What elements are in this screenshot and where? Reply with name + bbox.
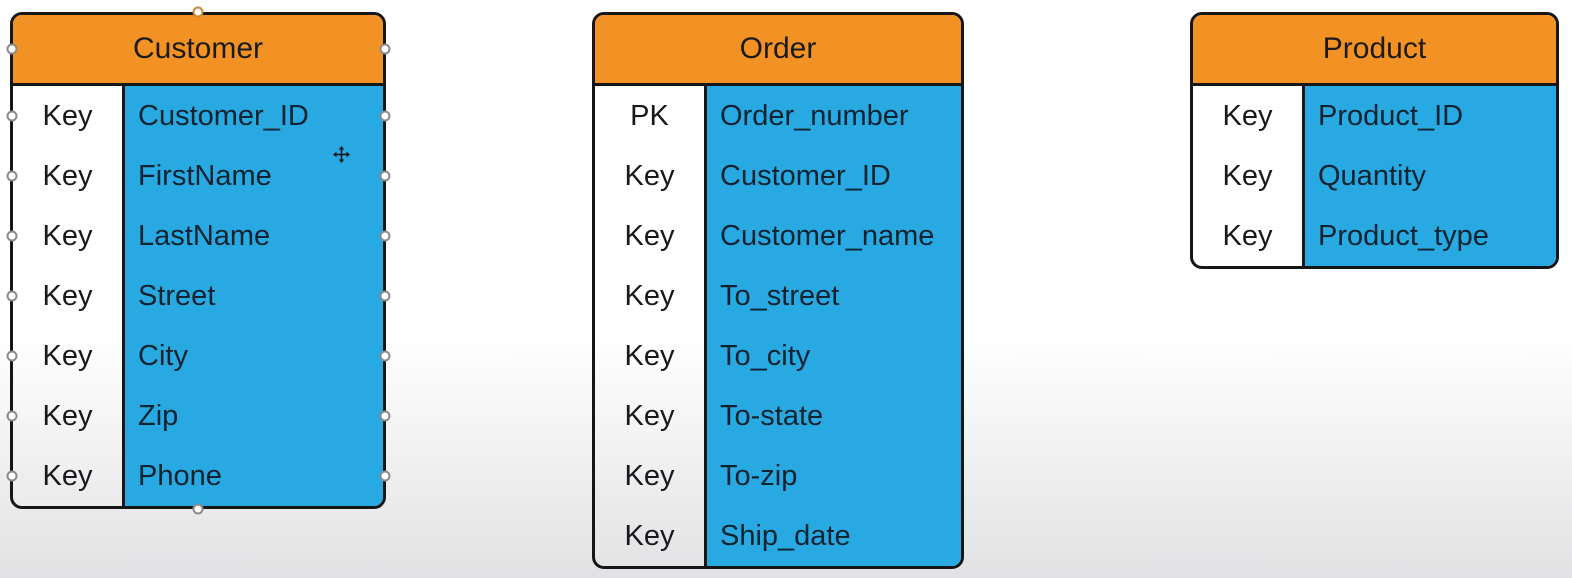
row-key-label: Key <box>1222 159 1273 192</box>
connection-point[interactable] <box>6 410 17 422</box>
connection-point[interactable] <box>379 470 390 482</box>
connection-point[interactable] <box>192 6 204 18</box>
row-field-name: Customer_ID <box>704 146 961 206</box>
connection-point[interactable] <box>6 230 17 242</box>
connection-point[interactable] <box>6 290 17 302</box>
table-row[interactable]: Key To-zip <box>595 446 961 506</box>
table-row[interactable]: Key Product_ID <box>1193 86 1556 146</box>
row-field-name: To-zip <box>704 446 961 506</box>
connection-point[interactable] <box>379 230 390 242</box>
row-field-name: Customer_ID <box>122 86 383 146</box>
row-key-label: Key <box>42 399 93 432</box>
table-row[interactable]: Key To-state <box>595 386 961 446</box>
connection-point[interactable] <box>379 350 390 362</box>
connection-point[interactable] <box>6 470 17 482</box>
connection-point[interactable] <box>379 290 390 302</box>
row-key-label: Key <box>1222 219 1273 252</box>
table-row[interactable]: Key Customer_ID <box>595 146 961 206</box>
connection-point[interactable] <box>6 170 17 182</box>
row-key-label: Key <box>1222 99 1273 132</box>
table-row[interactable]: Key To_city <box>595 326 961 386</box>
row-field-name: LastName <box>122 206 383 266</box>
table-row[interactable]: Key Phone <box>13 446 383 506</box>
table-row[interactable]: Key Street <box>13 266 383 326</box>
table-title: Customer <box>132 32 264 65</box>
row-field-name: City <box>122 326 383 386</box>
connection-point[interactable] <box>192 503 204 515</box>
row-field-name: Order_number <box>704 86 961 146</box>
row-key-label: Key <box>624 459 675 492</box>
row-field-name: Phone <box>122 446 383 506</box>
connection-point[interactable] <box>6 43 17 55</box>
table-row[interactable]: Key To_street <box>595 266 961 326</box>
row-field-name: FirstName <box>122 146 383 206</box>
row-key-label: Key <box>624 339 675 372</box>
table-row[interactable]: Key Customer_ID <box>13 86 383 146</box>
connection-point[interactable] <box>379 170 390 182</box>
row-key-label: Key <box>624 159 675 192</box>
row-field-name: Ship_date <box>704 506 961 566</box>
row-key-label: Key <box>42 339 93 372</box>
connection-point[interactable] <box>6 110 17 122</box>
table-row[interactable]: Key Quantity <box>1193 146 1556 206</box>
table-row[interactable]: Key Ship_date <box>595 506 961 566</box>
row-key-label: Key <box>42 99 93 132</box>
row-key-label: Key <box>624 519 675 552</box>
table-row[interactable]: Key Zip <box>13 386 383 446</box>
connection-point[interactable] <box>379 110 390 122</box>
row-field-name: Product_ID <box>1302 86 1556 146</box>
table-row[interactable]: Key LastName <box>13 206 383 266</box>
connection-point[interactable] <box>379 410 390 422</box>
table-row[interactable]: PK Order_number <box>595 86 961 146</box>
table-title: Order <box>739 32 817 65</box>
row-key-label: Key <box>42 459 93 492</box>
row-key-label: Key <box>42 279 93 312</box>
row-key-label: Key <box>624 279 675 312</box>
connection-point[interactable] <box>379 43 390 55</box>
row-key-label: Key <box>624 219 675 252</box>
row-key-label: Key <box>42 159 93 192</box>
table-row[interactable]: Key FirstName <box>13 146 383 206</box>
row-field-name: To_street <box>704 266 961 326</box>
connection-point[interactable] <box>6 350 17 362</box>
entity-header[interactable]: Product <box>1193 15 1556 86</box>
row-field-name: Street <box>122 266 383 326</box>
row-key-label: Key <box>42 219 93 252</box>
row-field-name: Customer_name <box>704 206 961 266</box>
table-title: Product <box>1322 32 1427 65</box>
table-row[interactable]: Key City <box>13 326 383 386</box>
entity-header[interactable]: Order <box>595 15 961 86</box>
row-field-name: Quantity <box>1302 146 1556 206</box>
row-field-name: Product_type <box>1302 206 1556 266</box>
row-field-name: To_city <box>704 326 961 386</box>
entity-header[interactable]: Customer <box>13 15 383 86</box>
table-row[interactable]: Key Product_type <box>1193 206 1556 266</box>
table-row[interactable]: Key Customer_name <box>595 206 961 266</box>
row-key-label: Key <box>624 399 675 432</box>
row-field-name: Zip <box>122 386 383 446</box>
move-cursor-icon <box>333 146 350 163</box>
row-field-name: To-state <box>704 386 961 446</box>
row-key-label: PK <box>630 99 669 132</box>
